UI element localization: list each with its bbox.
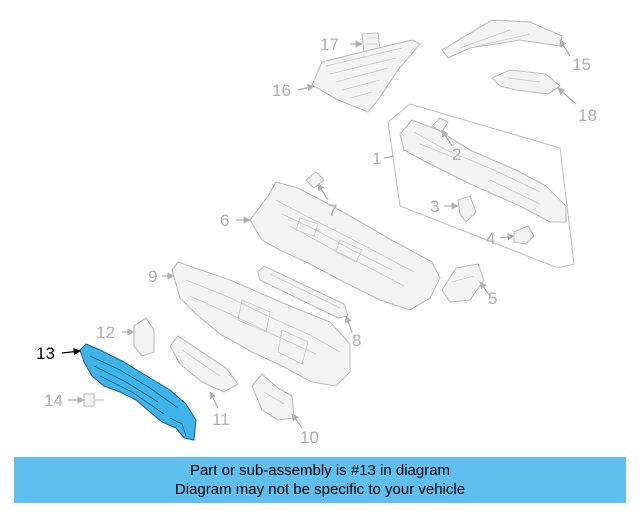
part-14-bolt bbox=[83, 393, 104, 407]
part-3-bracket bbox=[457, 195, 477, 223]
part-13-highlighted bbox=[79, 343, 197, 441]
part-12-bracket bbox=[133, 317, 155, 357]
callout-13: 13 bbox=[36, 344, 55, 363]
exploded-parts-diagram: 17 16 15 18 1 2 3 4 6 7 5 8 9 12 11 10 1… bbox=[36, 19, 597, 447]
part-9-dash-panel-lower bbox=[171, 261, 351, 387]
part-11-bracket bbox=[169, 335, 239, 393]
part-15-cowl-top-right bbox=[441, 19, 563, 59]
part-1-assembly-box bbox=[387, 103, 575, 269]
banner-line-1: Part or sub-assembly is #13 in diagram bbox=[189, 462, 451, 479]
part-4-bracket bbox=[513, 225, 535, 245]
banner-line-2: Diagram may not be specific to your vehi… bbox=[174, 481, 466, 498]
leader-lines bbox=[61, 39, 577, 429]
callout-9: 9 bbox=[148, 267, 157, 286]
callout-4: 4 bbox=[486, 229, 495, 248]
part-2-clip bbox=[431, 117, 449, 133]
callout-2: 2 bbox=[452, 145, 461, 164]
part-5-bracket bbox=[441, 263, 485, 303]
part-18-bracket bbox=[491, 69, 561, 95]
callout-10: 10 bbox=[300, 428, 319, 447]
callout-7: 7 bbox=[328, 201, 337, 220]
callout-15: 15 bbox=[572, 55, 591, 74]
part-7-clip bbox=[305, 171, 325, 189]
callout-labels: 17 16 15 18 1 2 3 4 6 7 5 8 9 12 11 10 1… bbox=[36, 35, 597, 447]
callout-16: 16 bbox=[272, 81, 291, 100]
part-10-bracket bbox=[251, 373, 295, 421]
part-6-dash-panel-upper bbox=[249, 181, 441, 311]
callout-12: 12 bbox=[96, 323, 115, 342]
callout-5: 5 bbox=[488, 289, 497, 308]
callout-1: 1 bbox=[372, 149, 381, 168]
info-banner: Part or sub-assembly is #13 in diagram D… bbox=[14, 457, 626, 503]
part-16-cowl-top-left bbox=[311, 39, 421, 113]
callout-14: 14 bbox=[44, 391, 63, 410]
callout-17: 17 bbox=[320, 35, 339, 54]
callout-18: 18 bbox=[578, 106, 597, 125]
callout-8: 8 bbox=[352, 331, 361, 350]
callout-6: 6 bbox=[220, 211, 229, 230]
callout-3: 3 bbox=[430, 197, 439, 216]
callout-11: 11 bbox=[212, 410, 230, 429]
